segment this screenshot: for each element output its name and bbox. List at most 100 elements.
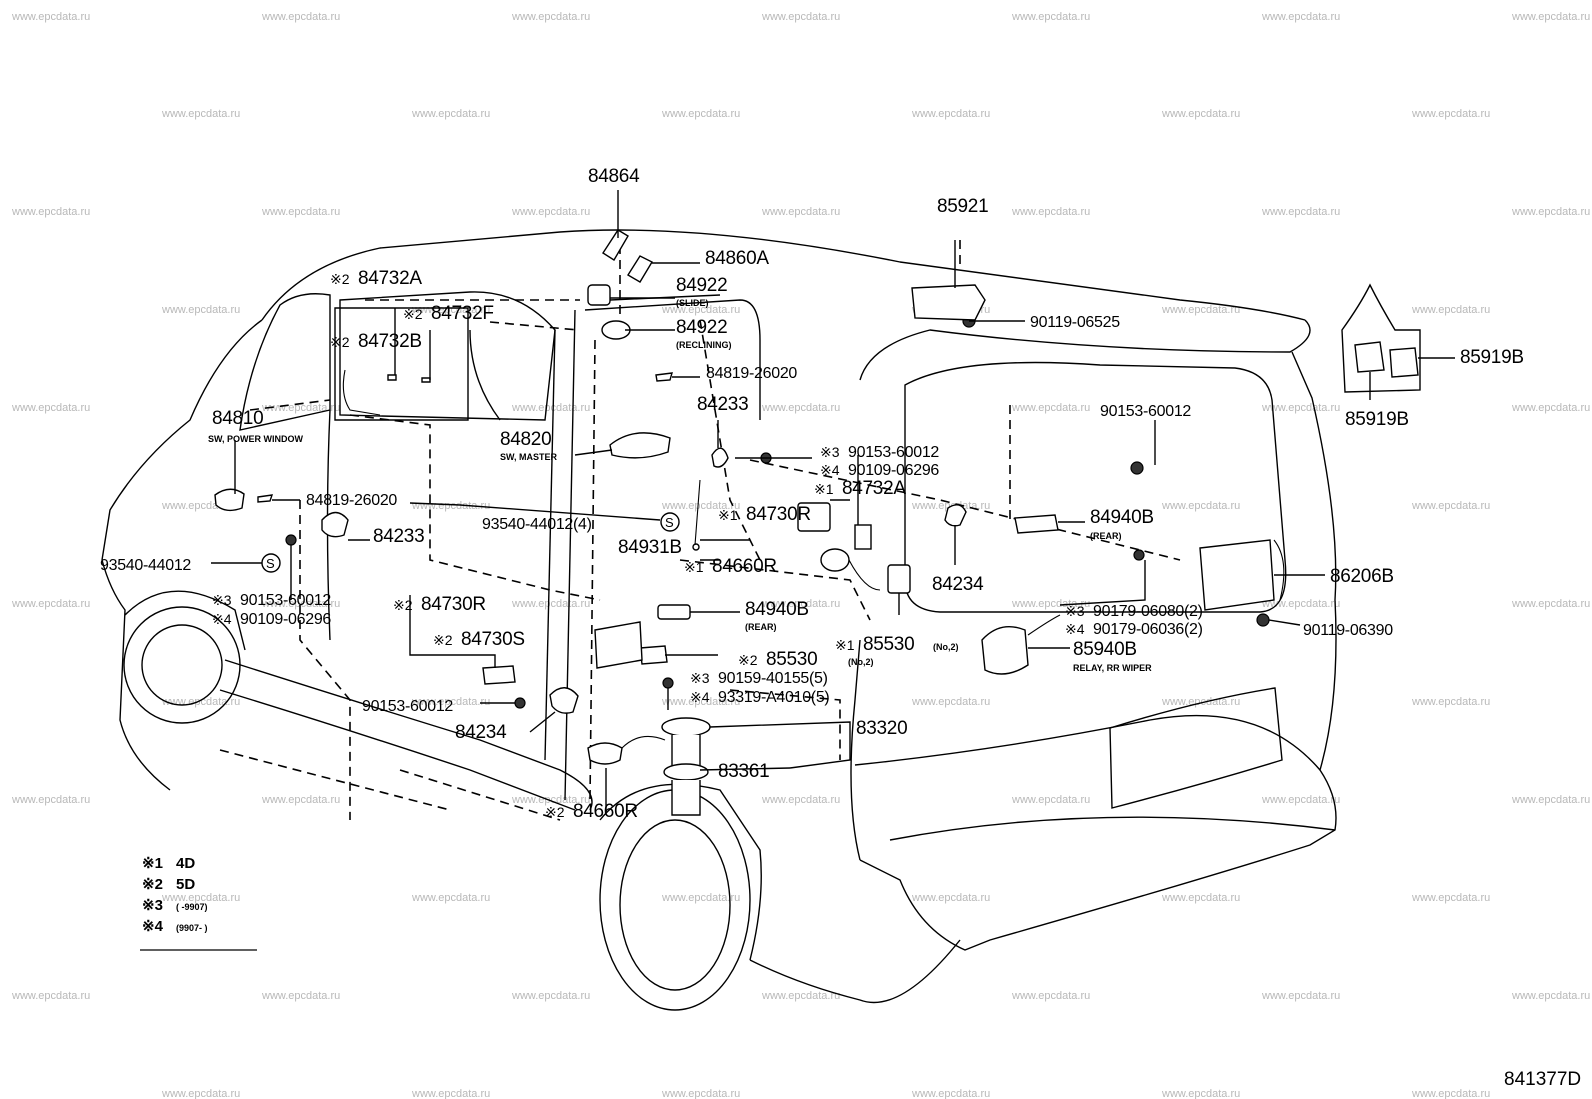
part-callout: 86206B [1330,566,1394,587]
watermark-text: www.epcdata.ru [1161,108,1240,120]
part-callout: 84233 [697,394,749,415]
part-number[interactable]: 85921 [937,196,989,217]
part-number[interactable]: 93319-A4010(5) [718,689,830,706]
part-callout: 85921 [937,196,989,217]
part-number[interactable]: 84234 [932,574,984,595]
part-number[interactable]: 85919B [1345,409,1409,430]
part-number[interactable]: 84660R [573,801,638,822]
part-number[interactable]: 85940B [1073,639,1137,660]
part-callout: 90153-60012 [1100,403,1192,420]
watermark-text: www.epcdata.ru [411,108,490,120]
part-note: SW, MASTER [500,452,558,462]
watermark-text: www.epcdata.ru [1011,598,1090,610]
part-number[interactable]: 84940B [745,599,809,620]
part-number[interactable]: 84819-26020 [706,365,798,382]
screw-symbol-icon: S [665,515,674,530]
part-number[interactable]: 85530 [766,649,818,670]
part-number[interactable]: 84819-26020 [306,492,398,509]
diagram-code: 841377D [1504,1069,1581,1090]
part-callout: ※3 90153-60012 [212,592,332,609]
watermark-text: www.epcdata.ru [1261,402,1340,414]
part-number[interactable]: 84922 [676,317,728,338]
legend-text: (9907- ) [176,923,208,933]
variant-mark: ※3 [212,592,232,608]
part-number[interactable]: 90159-40155(5) [718,670,828,687]
watermark-text: www.epcdata.ru [411,304,490,316]
watermark-text: www.epcdata.ru [1011,11,1090,23]
part-number[interactable]: 83361 [718,761,770,782]
part-number[interactable]: 90109-06296 [848,462,940,479]
watermark-text: www.epcdata.ru [161,892,240,904]
part-number[interactable]: 84730R [421,594,486,615]
part-callout: 83320 [856,718,908,739]
part-callout: 84819-26020 [706,365,798,382]
screw-symbol-icon: S [266,556,275,571]
part-number[interactable]: 90153-60012 [362,698,454,715]
part-note: (No,2) [933,642,959,652]
part-number[interactable]: 93540-44012 [100,557,192,574]
part-number[interactable]: 90153-60012 [848,444,940,461]
part-number[interactable]: 83320 [856,718,908,739]
part-number[interactable]: 84233 [373,526,425,547]
part-note: (REAR) [1090,531,1122,541]
part-number[interactable]: 90179-06080(2) [1093,603,1203,620]
watermark-text: www.epcdata.ru [1161,696,1240,708]
part-number[interactable]: 90153-60012 [240,592,332,609]
watermark-text: www.epcdata.ru [1411,1088,1490,1099]
part-number[interactable]: 84730S [461,629,525,650]
part-number[interactable]: 84234 [455,722,507,743]
watermark-text: www.epcdata.ru [1261,598,1340,610]
part-callout: 84931B [618,537,682,558]
watermark-text: www.epcdata.ru [161,1088,240,1099]
part-callout: 93540-44012 [100,557,192,574]
part-number[interactable]: 84233 [697,394,749,415]
part-number[interactable]: 85530 [863,634,915,655]
part-number[interactable]: 84732B [358,331,422,352]
part-number[interactable]: 85919B [1460,347,1524,368]
part-number[interactable]: 84732A [358,268,423,289]
part-callout: 84922(SLIDE) [676,275,728,308]
watermark-text: www.epcdata.ru [661,500,740,512]
part-number[interactable]: 84810 [212,408,264,429]
part-note: (RECLINING) [676,340,732,350]
part-labels: 8486484860A84922(SLIDE)84922(RECLINING)8… [100,166,1524,822]
watermark-text: www.epcdata.ru [1511,402,1590,414]
part-number[interactable]: 84660R [712,556,777,577]
part-number[interactable]: 84730R [746,504,811,525]
part-number[interactable]: 84922 [676,275,728,296]
legend-text: 5D [176,876,195,893]
variant-mark: ※3 [820,444,840,460]
variant-mark: ※2 [433,632,453,648]
part-number[interactable]: 90179-06036(2) [1093,621,1203,638]
part-note: (REAR) [745,622,777,632]
watermark-text: www.epcdata.ru [911,1088,990,1099]
watermark-text: www.epcdata.ru [11,206,90,218]
variant-mark: ※1 [718,507,738,523]
watermark-text: www.epcdata.ru [661,1088,740,1099]
part-callout: 84234 [455,722,507,743]
part-number[interactable]: 84732F [431,303,494,324]
part-number[interactable]: 84940B [1090,507,1154,528]
part-number[interactable]: 84732A [842,478,907,499]
part-number[interactable]: 84864 [588,166,640,187]
watermark-text: www.epcdata.ru [1011,402,1090,414]
part-number[interactable]: 93540-44012(4) [482,516,592,533]
part-number[interactable]: 84860A [705,248,770,269]
watermark-text: www.epcdata.ru [761,402,840,414]
part-number[interactable]: 90109-06296 [240,611,332,628]
part-number[interactable]: 90119-06525 [1030,314,1121,331]
part-number[interactable]: 90153-60012 [1100,403,1192,420]
part-number[interactable]: 90119-06390 [1303,622,1394,639]
part-number[interactable]: 86206B [1330,566,1394,587]
watermark-text: www.epcdata.ru [261,11,340,23]
part-note: SW, POWER WINDOW [208,434,303,444]
part-number[interactable]: 84820 [500,429,552,450]
part-number[interactable]: 84931B [618,537,682,558]
